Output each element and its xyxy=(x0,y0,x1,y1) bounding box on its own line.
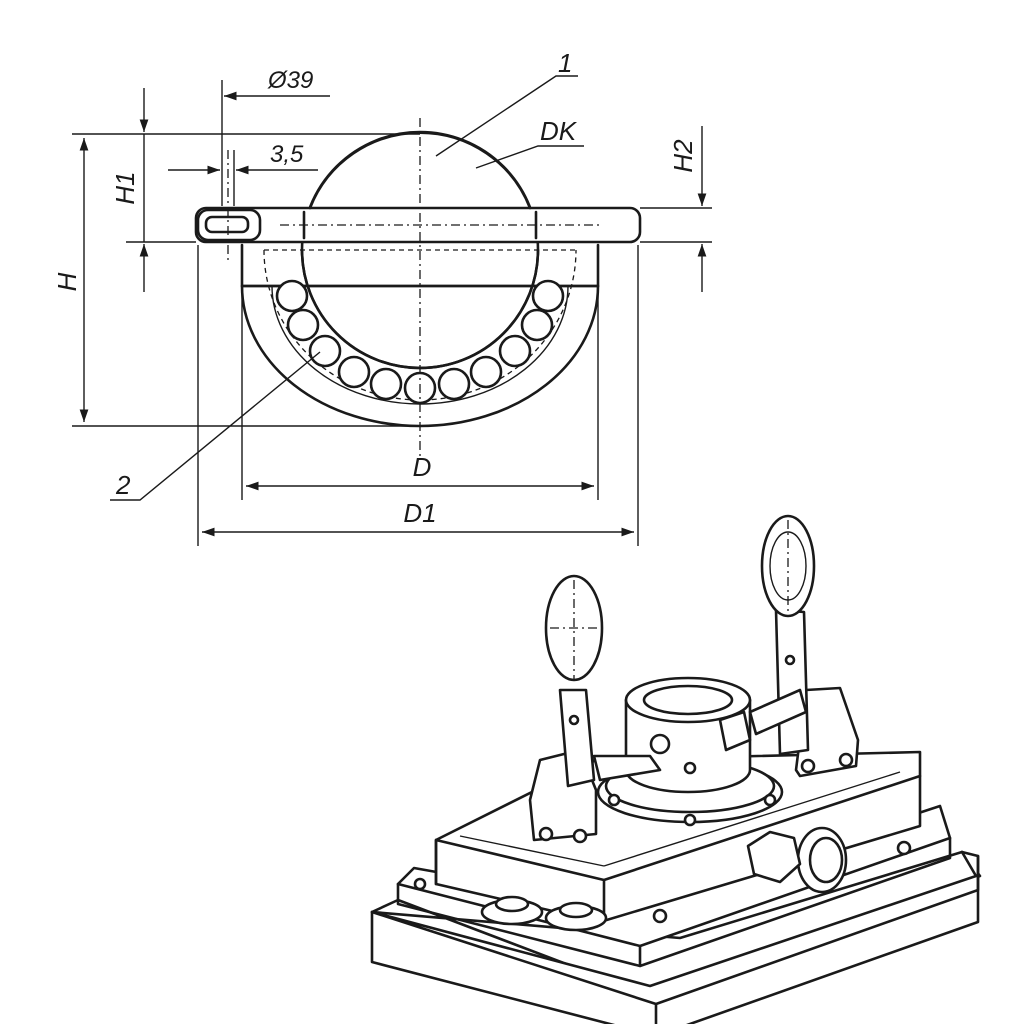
right-clamp-pin xyxy=(784,654,796,666)
support-ball xyxy=(498,334,532,368)
cylinder-bore xyxy=(642,684,734,716)
top-plate-rail xyxy=(459,835,605,867)
left-clamp-bar xyxy=(592,754,662,782)
bottom-stud xyxy=(494,895,530,913)
dim-h2-label: H2 xyxy=(668,139,698,173)
side-hex-nut xyxy=(746,830,802,884)
side-knob-inner xyxy=(808,836,844,884)
support-ball xyxy=(520,308,554,342)
dim-d1-label: D1 xyxy=(403,498,436,528)
dim-h1-label: H1 xyxy=(110,171,140,204)
dim-35-label: 3,5 xyxy=(270,141,304,168)
right-clamp-arm xyxy=(774,608,810,756)
support-ball xyxy=(286,308,320,342)
inner-race-hidden xyxy=(263,249,577,401)
top-plate-rail xyxy=(603,771,901,867)
plate-hole xyxy=(413,877,427,891)
left-clamp-bolt xyxy=(538,826,554,842)
left-clamp-arm xyxy=(558,688,596,788)
cylinder-hex xyxy=(718,710,752,752)
support-ball xyxy=(275,279,309,313)
ball-transfer-section-view xyxy=(194,118,642,456)
base-plate-edge xyxy=(371,911,657,1005)
base-plate-body xyxy=(370,850,980,1006)
dim-d-label: D xyxy=(413,452,432,482)
base-plate-front xyxy=(370,854,980,1024)
flange-bolt xyxy=(763,793,777,807)
cylinder-port xyxy=(649,733,671,755)
dimensions: H H1 H2 D D1 Ø39 3,5 1 DK 2 xyxy=(52,48,712,546)
support-ball xyxy=(308,334,342,368)
leader-part2 xyxy=(110,351,321,501)
bottom-stud xyxy=(558,901,594,919)
left-toggle-clamp xyxy=(528,574,662,844)
support-ball xyxy=(337,355,371,389)
fixture-isometric xyxy=(370,514,982,1024)
support-ball xyxy=(369,367,403,401)
part2-label: 2 xyxy=(115,470,131,500)
right-toggle-clamp xyxy=(748,514,860,778)
seal-ring-inner xyxy=(204,215,250,234)
support-ball xyxy=(531,279,565,313)
support-balls xyxy=(275,279,565,405)
plate-hole xyxy=(896,840,912,856)
right-clamp-bolt xyxy=(800,758,816,774)
right-clamp-bolt xyxy=(838,752,854,768)
mid-block-front xyxy=(396,836,952,968)
plate-hole xyxy=(652,908,668,924)
dk-label: DK xyxy=(540,116,578,146)
seal-ring-outer xyxy=(196,208,262,242)
support-ball xyxy=(469,355,503,389)
flange-bolt xyxy=(683,761,697,775)
flange-bolt xyxy=(683,813,697,827)
right-clamp-bar xyxy=(748,688,808,736)
dim-dia39-label: Ø39 xyxy=(267,67,313,94)
left-clamp-pin xyxy=(568,714,580,726)
part1-label: 1 xyxy=(558,48,572,78)
left-clamp-bolt xyxy=(572,828,588,844)
flange-bolt xyxy=(607,793,621,807)
leader-dk xyxy=(475,145,584,169)
dim-h-label: H xyxy=(52,272,82,291)
housing-cup xyxy=(240,243,600,428)
leader-part1 xyxy=(435,75,578,157)
support-ball xyxy=(437,367,471,401)
